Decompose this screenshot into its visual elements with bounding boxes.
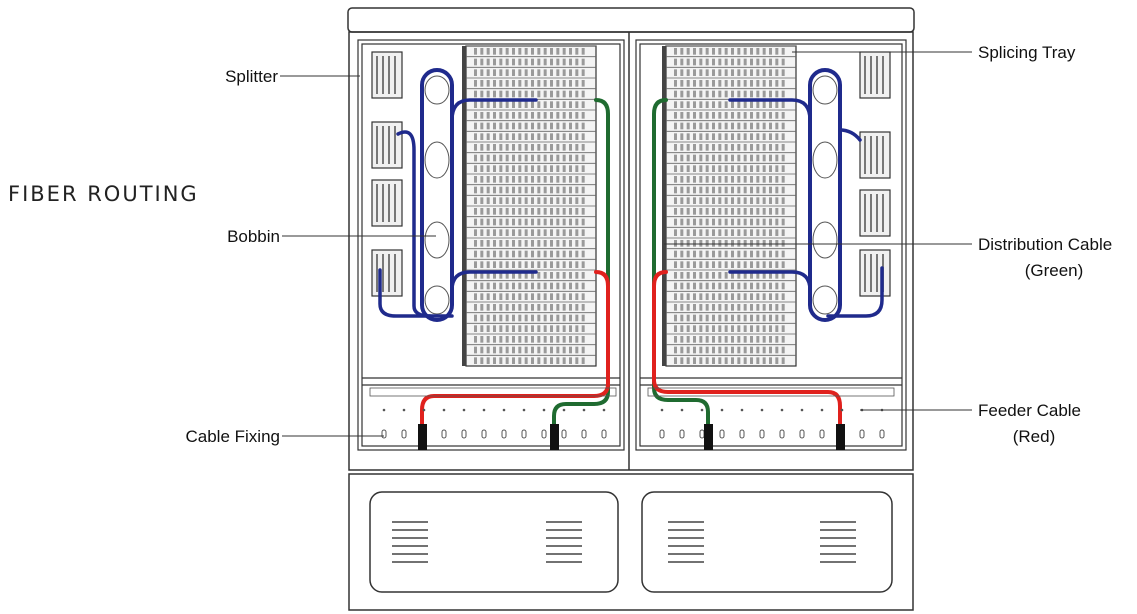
splitter-modules [371,51,891,297]
cable-fixing-rail [369,387,895,450]
vent-grilles [392,521,856,563]
lower-compartment [348,473,914,611]
splicing-tray-stack-right [662,45,797,367]
label-bobbin: Bobbin [227,227,280,246]
bobbin-left [420,68,454,322]
right-panel [635,39,907,451]
label-cable-fixing: Cable Fixing [186,427,281,446]
label-splicing-tray: Splicing Tray [978,43,1076,62]
annotation-leaders [280,51,972,437]
label-feeder-cable: Feeder Cable [978,401,1081,420]
bobbin-right-hubs [812,75,838,315]
label-splitter: Splitter [225,67,278,86]
feeder-cable-routing [420,270,842,442]
bobbin-left-hubs [424,75,450,315]
splitter-fiber-routing [378,98,884,318]
distribution-cable-routing [552,98,710,442]
label-distribution-cable-color: (Green) [1025,261,1084,280]
left-panel [357,39,625,451]
cabinet-body [347,7,915,471]
figure-heading: FIBER ROUTING [8,182,199,206]
splicing-tray-stack-left [462,45,597,367]
annotation-labels: Splitter Bobbin Cable Fixing Splicing Tr… [186,43,1113,446]
label-distribution-cable: Distribution Cable [978,235,1112,254]
bobbin-right [808,68,842,322]
label-feeder-cable-color: (Red) [1013,427,1056,446]
